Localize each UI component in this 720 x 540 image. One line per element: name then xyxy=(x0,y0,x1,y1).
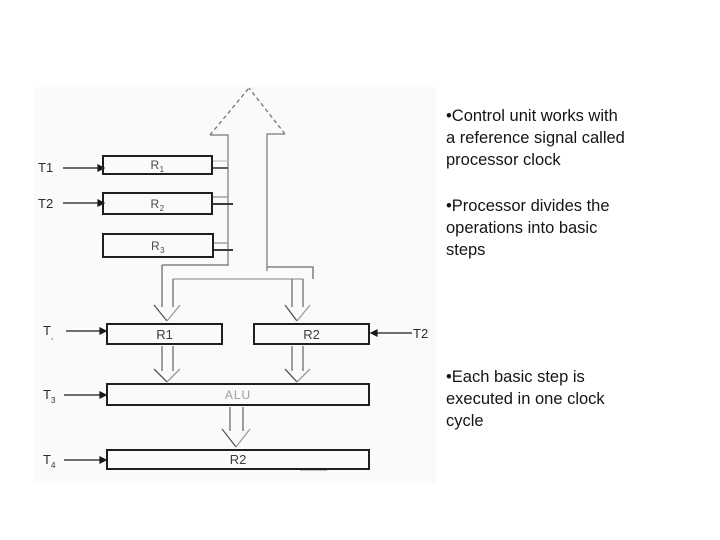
alu-label: ALU xyxy=(224,387,252,402)
signal-label-t2-right: T2 xyxy=(413,326,429,341)
signal-label-t-mid: T, xyxy=(43,323,54,341)
register-box-r1-top: R1 xyxy=(102,155,213,175)
register-box-r3-top: R3 xyxy=(102,233,214,258)
register-label: R3 xyxy=(150,238,166,255)
signal-label-t2: T2 xyxy=(38,196,54,211)
register-label: R2 xyxy=(150,196,165,213)
register-label: R2 xyxy=(303,326,320,342)
signal-arrows xyxy=(63,164,412,464)
signal-label-t3: T3 xyxy=(43,387,56,405)
diagram-background xyxy=(34,87,436,483)
register-box-r1-mid: R1 xyxy=(106,323,223,345)
register-label: R2 xyxy=(229,452,247,467)
alu-box: ALU xyxy=(106,383,370,406)
bullet-item: •Control unit works with a reference sig… xyxy=(446,107,625,169)
bullet-item: •Each basic step is executed in one cloc… xyxy=(446,368,605,430)
arrow-alu-to-r2 xyxy=(221,407,251,448)
signal-label-t1: T1 xyxy=(38,160,54,175)
bus-distribution-lines xyxy=(162,264,314,280)
register-box-r2-mid: R2 xyxy=(253,323,370,345)
arrow-r2-to-alu xyxy=(284,346,311,383)
bus-up-arrow xyxy=(209,87,286,271)
arrow-bus-to-r2 xyxy=(284,279,311,322)
bullet-item: •Processor divides the operations into b… xyxy=(446,197,610,259)
register-box-r2-top: R2 xyxy=(102,192,213,215)
register-label: R1 xyxy=(150,158,165,174)
register-bus-stubs xyxy=(213,160,233,251)
arrow-r1-to-alu xyxy=(153,346,181,383)
arrow-bus-to-r1 xyxy=(153,265,181,322)
signal-label-t4: T4 xyxy=(43,452,56,470)
register-label: R1 xyxy=(156,326,173,342)
register-box-r2-bottom: R2 xyxy=(106,449,370,470)
